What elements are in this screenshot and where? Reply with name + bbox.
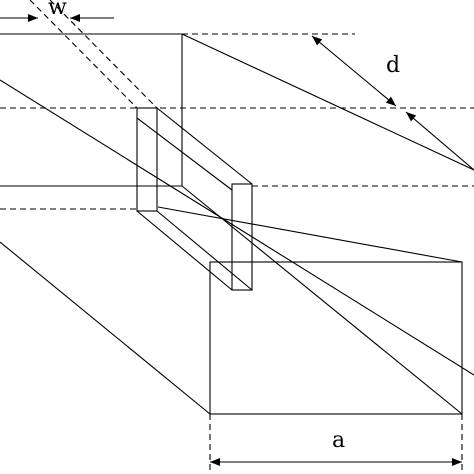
waveguide-body bbox=[0, 33, 474, 415]
d-arrow-upper bbox=[311, 35, 397, 107]
label-w: w bbox=[48, 0, 67, 20]
slot-top-diagonal-2 bbox=[136, 117, 233, 191]
front-face bbox=[209, 261, 463, 415]
slot-front-face bbox=[136, 107, 158, 212]
label-a: a bbox=[332, 428, 345, 453]
label-d: d bbox=[386, 53, 400, 78]
dimension-d: d bbox=[311, 35, 474, 171]
top-right-diagonal bbox=[181, 33, 474, 171]
mid-diagonal bbox=[157, 206, 463, 263]
slot bbox=[136, 107, 253, 291]
upper-left-diagonal bbox=[0, 79, 474, 376]
dashed-w-right bbox=[49, 0, 158, 109]
lower-left-diagonal bbox=[0, 241, 211, 415]
front-face-diagonal bbox=[181, 185, 463, 415]
dashed-w-left bbox=[29, 0, 138, 109]
slot-back-face bbox=[231, 183, 253, 291]
d-arrow-lower bbox=[405, 111, 474, 171]
slot-top-diagonal bbox=[156, 107, 253, 185]
dimension-w: w bbox=[0, 0, 114, 22]
dimension-a: a bbox=[210, 428, 462, 466]
slot-bottom-diagonal-1 bbox=[136, 210, 233, 291]
slot-bottom-diagonal-2 bbox=[156, 210, 253, 291]
